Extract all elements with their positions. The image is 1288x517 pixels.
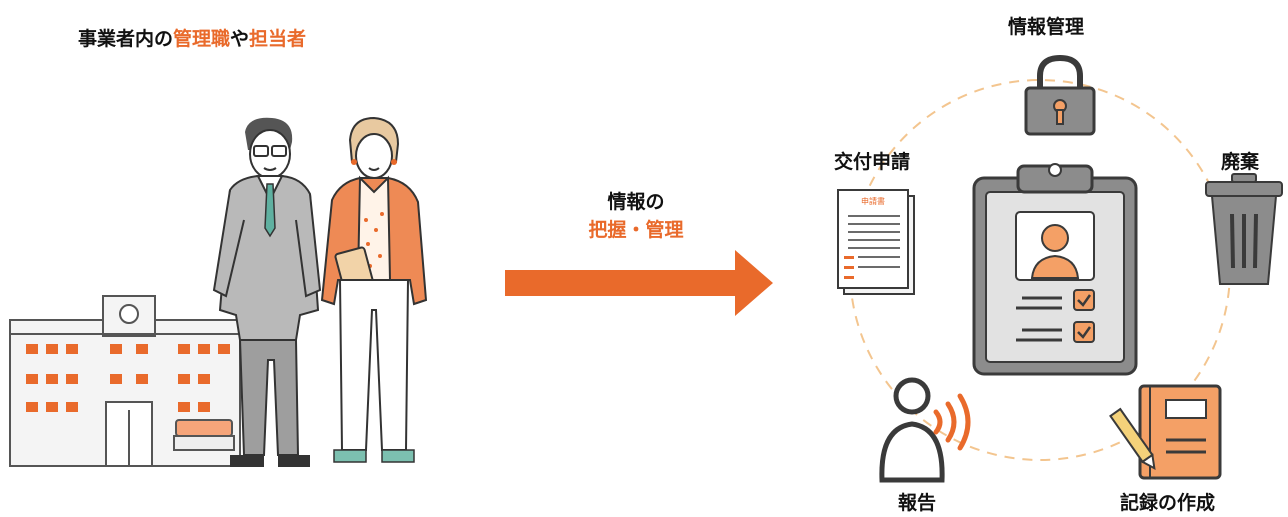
issuance-application-label: 交付申請 <box>834 151 911 173</box>
caption-part-1: 事業者内の <box>78 28 174 50</box>
school-building-illustration <box>9 295 241 467</box>
arrow-label: 情報の 把握・管理 <box>566 188 706 244</box>
caption-staff: 担当者 <box>249 28 307 50</box>
lock-icon <box>1024 54 1096 136</box>
document-heading: 申請書 <box>861 196 885 206</box>
disposal-label: 廃棄 <box>1221 151 1260 173</box>
arrow-label-line-2: 把握・管理 <box>588 219 684 241</box>
notebook-pencil-icon <box>1109 384 1222 480</box>
report-label: 報告 <box>898 492 937 514</box>
caption-managers: 管理職 <box>173 28 231 50</box>
info-management-label: 情報管理 <box>1008 16 1085 38</box>
left-caption: 事業者内の管理職や担当者 <box>78 24 306 51</box>
manager-illustration <box>212 117 322 467</box>
staff-illustration <box>320 116 428 463</box>
right-arrow <box>505 250 773 316</box>
trash-can-icon <box>1205 173 1283 285</box>
application-document-icon: 申請書 <box>837 189 915 295</box>
person-speaking-icon <box>879 377 971 483</box>
record-creation-label: 記録の作成 <box>1120 492 1216 514</box>
clipboard-profile-icon <box>972 163 1138 376</box>
arrow-label-line-1: 情報の <box>607 191 665 213</box>
caption-part-3: や <box>230 28 250 50</box>
